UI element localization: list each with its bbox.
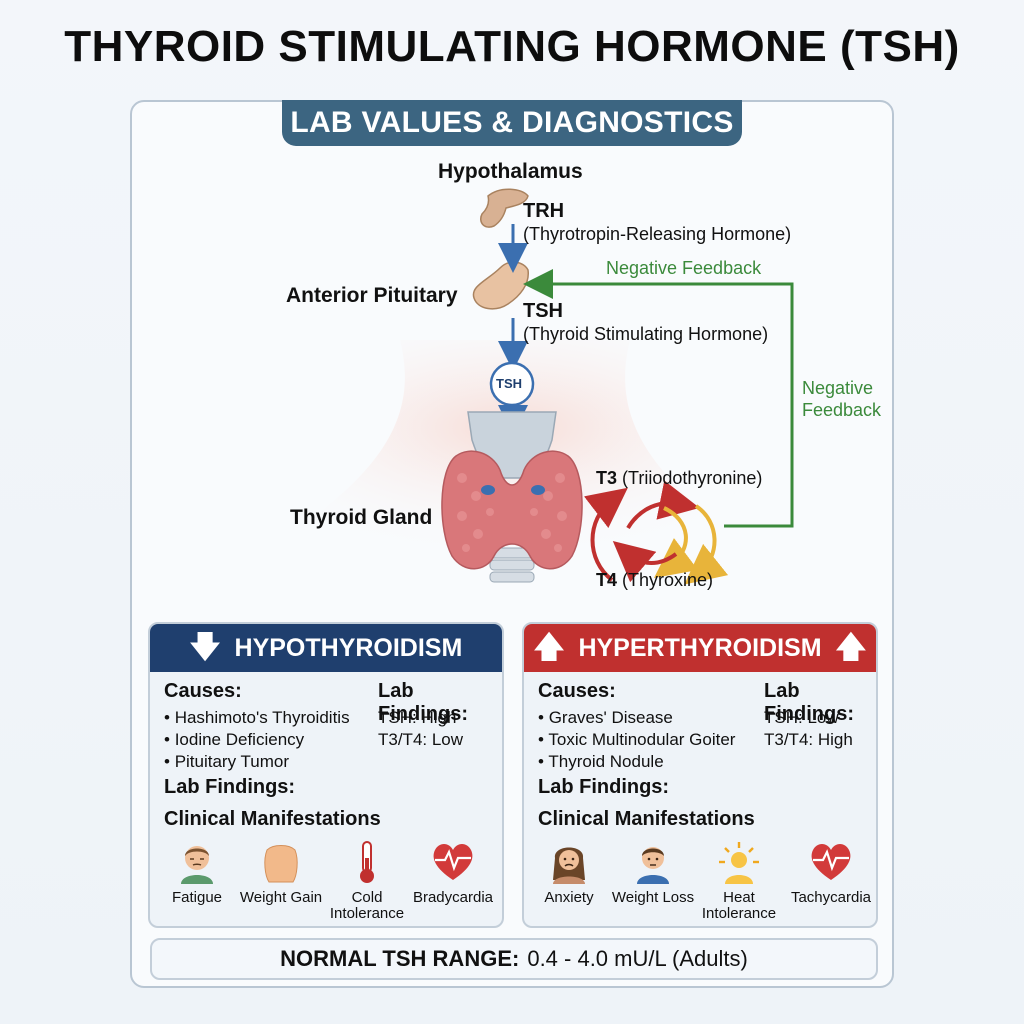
anxious-face-icon — [553, 847, 585, 884]
section-banner: LAB VALUES & DIAGNOSTICS — [282, 100, 742, 146]
normal-range-label: NORMAL TSH RANGE: — [280, 946, 520, 971]
negative-feedback-label-side-2: Feedback — [802, 400, 882, 420]
up-arrow-icon: 🡅 — [533, 631, 565, 664]
manifestation-tachycardia: Tachycardia — [786, 840, 876, 906]
cause-item: • Hashimoto's Thyroiditis — [164, 708, 350, 727]
cause-item: • Iodine Deficiency — [164, 730, 305, 749]
thermometer-icon — [360, 841, 374, 883]
lab-finding: TSH: High — [378, 708, 457, 727]
hypothalamus-icon — [480, 188, 529, 228]
negative-feedback-arrow — [523, 269, 794, 528]
lab-findings-title-2: Lab Findings: — [164, 776, 296, 798]
person-icon — [637, 847, 669, 884]
thyroid-label: Thyroid Gland — [290, 506, 433, 529]
lab-finding: T3/T4: High — [764, 730, 853, 749]
hyperthyroidism-header: 🡅 HYPERTHYROIDISM 🡅 — [524, 624, 876, 672]
clinical-manifestations-title: Clinical Manifestations — [164, 808, 381, 830]
lab-finding: TSH: Low — [764, 708, 839, 727]
body-icon — [264, 845, 298, 883]
lab-findings-title: Lab Findings: — [378, 680, 468, 725]
causes-title: Causes: — [538, 680, 616, 702]
hypothyroidism-card: 🡇 HYPOTHYROIDISM Causes: • Hashimoto's T… — [148, 622, 504, 928]
t4-label: T4 — [596, 570, 618, 590]
t3-arrow-red-3 — [612, 540, 678, 583]
cause-item: • Graves' Disease — [538, 708, 673, 727]
t3-arrow-red — [583, 487, 628, 582]
tsh-badge: TSH — [496, 376, 522, 391]
normal-range-value: 0.4 - 4.0 mU/L (Adults) — [527, 946, 748, 971]
up-arrow-icon: 🡅 — [835, 631, 867, 664]
t4-arrow-yellow — [684, 504, 729, 585]
hypothyroidism-header: 🡇 HYPOTHYROIDISM — [150, 624, 502, 672]
t4-full-label: (Thyroxine) — [622, 570, 714, 590]
t4-arrow-yellow-2 — [654, 506, 699, 579]
tsh-full-label: (Thyroid Stimulating Hormone) — [523, 324, 769, 344]
pituitary-label: Anterior Pituitary — [286, 284, 458, 307]
manifestation-bradycardia: Bradycardia — [408, 840, 498, 906]
lab-findings-title-2: Lab Findings: — [538, 776, 670, 798]
tsh-label: TSH — [523, 300, 563, 322]
trh-label: TRH — [523, 200, 565, 222]
manifestation-heat-intolerance: Heat Intolerance — [694, 840, 784, 922]
trh-full-label: (Thyrotropin-Releasing Hormone) — [523, 224, 792, 244]
page-title: THYROID STIMULATING HORMONE (TSH) — [64, 22, 960, 71]
thyroid-gland-icon — [441, 450, 583, 570]
pituitary-icon — [472, 261, 529, 310]
hpt-axis-diagram — [250, 188, 794, 585]
manifestation-anxiety: Anxiety — [524, 840, 614, 906]
trachea-ring-3 — [489, 571, 535, 583]
cause-item: • Toxic Multinodular Goiter — [538, 730, 736, 749]
hyperthyroidism-title: HYPERTHYROIDISM — [578, 633, 822, 662]
sun-heat-icon — [719, 842, 759, 884]
tired-face-icon — [181, 846, 213, 884]
manifestation-weight-gain: Weight Gain — [236, 840, 326, 906]
causes-title: Causes: — [164, 680, 242, 702]
clinical-manifestations-title: Clinical Manifestations — [538, 808, 755, 830]
t3-label: T3 — [596, 468, 618, 488]
manifestation-cold-intolerance: Cold Intolerance — [322, 840, 412, 922]
manifestation-fatigue: Fatigue — [152, 840, 242, 906]
cause-item: • Pituitary Tumor — [164, 752, 289, 771]
tsh-badge-ring — [489, 361, 535, 407]
hypothyroidism-title: HYPOTHYROIDISM — [234, 633, 463, 662]
lab-finding: T3/T4: Low — [378, 730, 464, 749]
cause-item: • Thyroid Nodule — [538, 752, 664, 771]
lab-findings-title: Lab Findings: — [764, 680, 854, 725]
negative-feedback-label-top: Negative Feedback — [606, 258, 762, 278]
heart-icon — [433, 844, 473, 880]
hypothalamus-label: Hypothalamus — [438, 160, 583, 183]
negative-feedback-label-side-1: Negative — [802, 378, 874, 398]
t3-full-label: (Triiodothyronine) — [622, 468, 763, 488]
hyperthyroidism-card: 🡅 HYPERTHYROIDISM 🡅 Causes: • Graves' Di… — [522, 622, 878, 928]
t3-arrow-red-2 — [626, 480, 700, 530]
heart-icon — [811, 844, 851, 880]
trachea-ring-2 — [489, 559, 535, 571]
manifestation-weight-loss: Weight Loss — [608, 840, 698, 906]
normal-range-bar: NORMAL TSH RANGE: 0.4 - 4.0 mU/L (Adults… — [150, 938, 878, 980]
down-arrow-icon: 🡇 — [189, 631, 221, 664]
